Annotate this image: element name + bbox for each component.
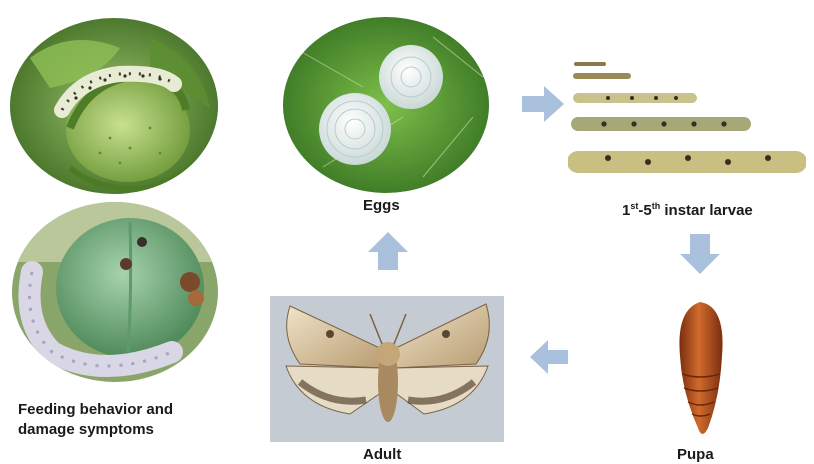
- eggs-photo: [283, 17, 489, 193]
- larvae-instars-photo: [568, 58, 806, 186]
- arrow-down-icon: [680, 234, 720, 274]
- pupa-photo: [660, 296, 740, 442]
- larvae-label-text: instar larvae: [660, 202, 753, 219]
- feeding-caterpillar-photo: [10, 18, 218, 194]
- arrow-right-icon: [522, 86, 564, 122]
- damaged-boll-photo: [12, 202, 218, 382]
- arrow-up-icon: [368, 232, 408, 270]
- adult-label: Adult: [363, 446, 401, 464]
- larvae-label-sup2: th: [652, 201, 661, 211]
- feeding-label-line1: Feeding behavior and: [18, 401, 173, 419]
- eggs-label: Eggs: [363, 197, 400, 215]
- larvae-label: 1st-5th instar larvae: [622, 197, 753, 220]
- arrow-left-icon: [530, 340, 568, 374]
- adult-moth-photo: [270, 296, 504, 442]
- larvae-label-dash: -5: [638, 202, 651, 219]
- feeding-label-line2: damage symptoms: [18, 421, 173, 439]
- feeding-label: Feeding behavior and damage symptoms: [18, 401, 173, 439]
- pupa-label: Pupa: [677, 446, 714, 464]
